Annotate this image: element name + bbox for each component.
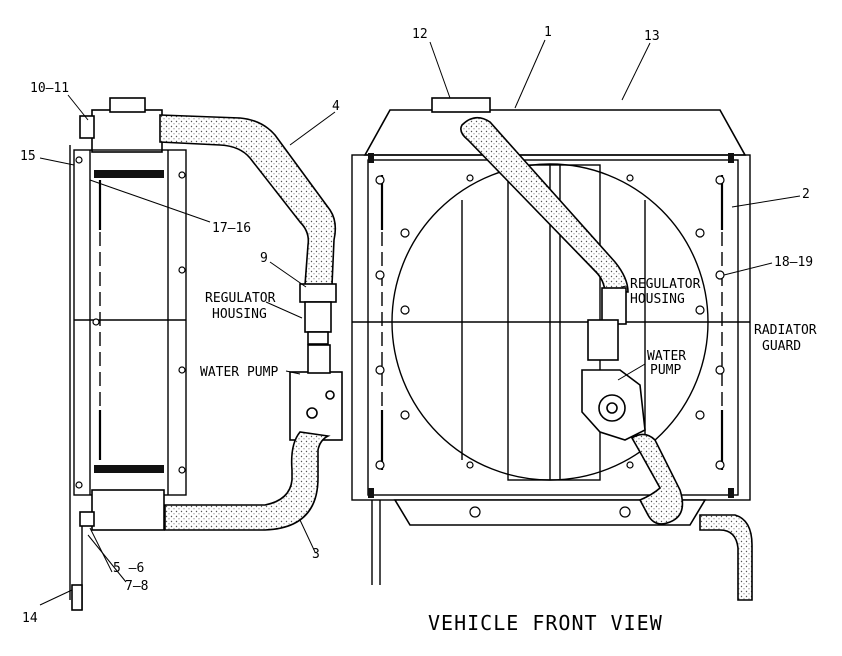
- label-4: 4: [332, 99, 340, 114]
- label-13: 13: [644, 29, 660, 44]
- label-regulator-front-2: HOUSING: [630, 292, 685, 307]
- label-7-8: 7–8: [125, 579, 148, 594]
- regulator-housing-front: [601, 287, 627, 325]
- top-tank: [91, 109, 163, 153]
- label-regulator-front-1: REGULATOR: [630, 277, 701, 292]
- label-5-6: 5 –6: [113, 561, 144, 576]
- caption: VEHICLE FRONT VIEW: [428, 611, 663, 635]
- label-water-front-2: PUMP: [650, 363, 681, 378]
- label-radiator-guard-2: GUARD: [762, 339, 801, 354]
- bottom-tank: [91, 489, 165, 531]
- filler-cap: [109, 97, 146, 113]
- label-regulator-side-1: REGULATOR: [205, 291, 276, 306]
- front-filler: [431, 97, 491, 113]
- front-view: [351, 97, 753, 601]
- label-water-front-1: WATER: [647, 349, 686, 364]
- label-water-pump: WATER PUMP: [200, 365, 278, 380]
- front-bottom-tank: [393, 499, 707, 526]
- label-1: 1: [544, 25, 552, 40]
- lower-hose: [164, 431, 331, 531]
- label-15: 15: [20, 149, 36, 164]
- leader-lines: [39, 39, 801, 606]
- front-lower-hose: [630, 433, 684, 525]
- water-pump-side: [289, 371, 343, 441]
- label-18-19: 18–19: [774, 255, 813, 270]
- label-3: 3: [312, 547, 320, 562]
- label-14: 14: [22, 611, 38, 626]
- label-17-16: 17–16: [212, 221, 251, 236]
- label-regulator-side-2: HOUSING: [212, 307, 267, 322]
- side-core-frame: [73, 149, 187, 496]
- side-view: [69, 97, 343, 611]
- label-radiator-guard-1: RADIATOR: [754, 323, 817, 338]
- label-2: 2: [802, 187, 810, 202]
- label-10-11: 10–11: [30, 81, 69, 96]
- label-9: 9: [260, 251, 268, 266]
- label-12: 12: [412, 27, 428, 42]
- front-top-tank: [363, 109, 747, 156]
